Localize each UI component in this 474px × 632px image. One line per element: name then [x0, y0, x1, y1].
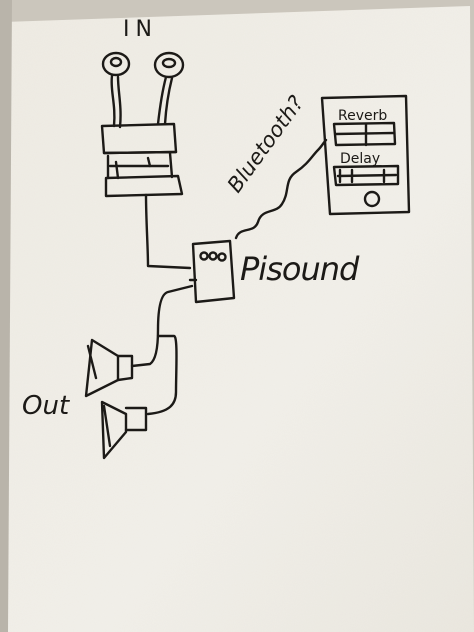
- input-jack-right-icon: [153, 51, 185, 79]
- input-jack-left-icon: [101, 51, 131, 77]
- pisound-knob-3-icon: [217, 252, 227, 262]
- input-mixer-box: [100, 122, 184, 198]
- input-cable-left: [110, 74, 116, 128]
- ink-strokes: [84, 51, 411, 460]
- speaker-2-cone-icon: [100, 400, 128, 460]
- delay-slider-mid: [336, 173, 398, 178]
- input-cable-right-b: [163, 76, 174, 126]
- pisound-to-speaker2-cable: [146, 334, 178, 416]
- mixer-divider: [102, 150, 178, 155]
- reverb-slider-track: [332, 121, 397, 147]
- mixer-base: [104, 174, 184, 198]
- speaker-1-magnet: [116, 354, 134, 382]
- pisound-label: Pisound: [240, 250, 360, 288]
- mixer-to-pisound-cable: [144, 193, 192, 270]
- input-jack-left-inner: [109, 56, 123, 68]
- phone-home-button-icon: [363, 190, 381, 208]
- mixer-side-right: [168, 151, 174, 179]
- input-label: IN: [123, 17, 158, 42]
- input-cable-left-b: [116, 75, 122, 129]
- delay-slider-track: [332, 164, 400, 187]
- input-cable-right: [156, 75, 168, 126]
- bluetooth-link-squiggle: [234, 138, 328, 240]
- pisound-box: [188, 239, 236, 304]
- phone-effect-delay-label: Delay: [340, 151, 380, 167]
- phone-app: [320, 94, 411, 216]
- speaker-1-cone-edge: [86, 344, 98, 380]
- delay-slider-ticks: [338, 168, 386, 184]
- pisound-knob-2-icon: [208, 251, 218, 261]
- speaker-2-magnet: [124, 406, 148, 432]
- pisound-to-speaker1-cable: [130, 284, 194, 368]
- speaker-2-cone-edge: [102, 404, 112, 448]
- speaker-2: [100, 400, 148, 460]
- paper-shadow: [0, 0, 12, 632]
- speaker-1: [84, 338, 134, 398]
- phone-frame: [320, 94, 411, 216]
- paper-texture: [4, 6, 474, 632]
- phone-effect-reverb-label: Reverb: [338, 108, 387, 124]
- input-jacks: [101, 51, 185, 129]
- mixer-detail: [114, 156, 152, 180]
- pisound-body: [191, 239, 236, 304]
- pisound-knob-1-icon: [199, 251, 209, 261]
- output-label: Out: [22, 391, 70, 421]
- input-jack-right-inner: [161, 57, 177, 69]
